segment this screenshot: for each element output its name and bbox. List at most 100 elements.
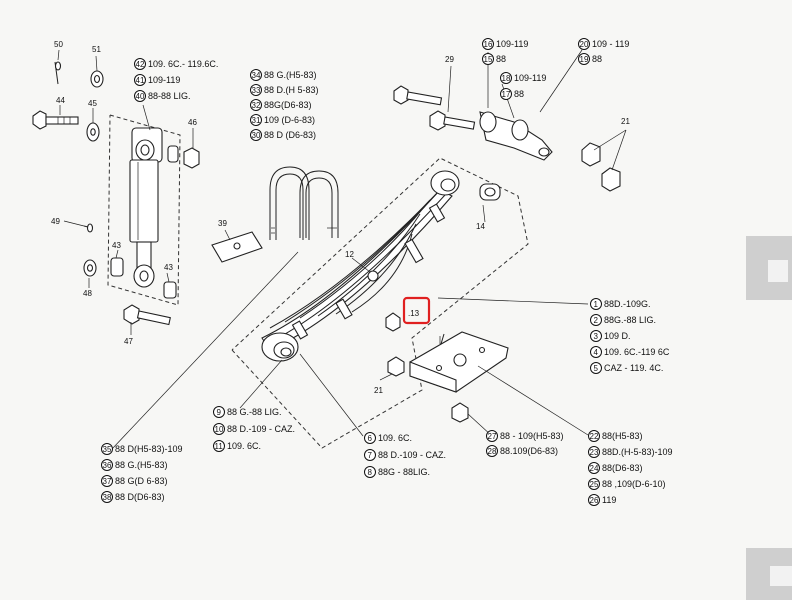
callout-21a: 21: [621, 117, 630, 126]
list-text: 88 D.-109 - CAZ.: [378, 450, 446, 460]
callout-number: 22: [590, 432, 599, 441]
list-text: 88 G.(H5-83): [115, 460, 168, 470]
list-text: 109-119: [514, 73, 546, 83]
callout-49: 49: [51, 217, 60, 226]
list-text: 88: [496, 54, 506, 64]
list-text: 119: [602, 495, 616, 505]
callout-47: 47: [124, 337, 133, 346]
list-text: 109. 6C.-119 6C: [604, 347, 670, 357]
callout-number: 1: [594, 300, 599, 309]
spring-plate-group: [409, 331, 509, 423]
shackle-group: [393, 49, 627, 192]
list-text: 88 ,109(D-6-10): [602, 479, 666, 489]
callout-46: 46: [188, 118, 197, 127]
list-text: 109 (D-6-83): [264, 115, 315, 125]
callout-number: 20: [580, 40, 589, 49]
callout-number: 18: [502, 74, 511, 83]
list-text: 109-119: [496, 39, 528, 49]
callout-number: 3: [594, 332, 599, 341]
callout-number: 4: [594, 348, 599, 357]
list-text: 88 D(H5-83)-109: [115, 444, 183, 454]
leader-lines: [111, 251, 589, 450]
callout-number: 42: [136, 60, 145, 69]
callout-number: 16: [484, 40, 493, 49]
callout-13: .13: [408, 309, 420, 318]
callout-45: 45: [88, 99, 97, 108]
list-text: 88 - 109(H5-83): [500, 431, 564, 441]
callout-number: 17: [502, 90, 511, 99]
u-bolt-group: [211, 166, 339, 263]
callout-number: 31: [252, 116, 261, 125]
callout-number: 6: [368, 434, 373, 443]
callout-44: 44: [56, 96, 65, 105]
list-text: 88.109(D6-83): [500, 446, 558, 456]
list-text: CAZ - 119. 4C.: [604, 363, 663, 373]
list-text: 88G - 88LIG.: [378, 467, 430, 477]
list-text: 88 D.(H 5-83): [264, 85, 319, 95]
callout-number: 38: [103, 493, 112, 502]
callout-number: 15: [484, 55, 493, 64]
list-text: 88(D6-83): [602, 463, 643, 473]
list-text: 88 G.(H5-83): [264, 70, 317, 80]
callout-number: 36: [103, 461, 112, 470]
shock-absorber-group: [32, 49, 200, 335]
list-text: 88 G.-88 LIG.: [227, 407, 282, 417]
callout-number: 32: [252, 101, 261, 110]
callout-50: 50: [54, 40, 63, 49]
callout-48: 48: [83, 289, 92, 298]
list-text: 88D.-109G.: [604, 299, 651, 309]
callout-number: 24: [590, 464, 599, 473]
callout-number: 23: [590, 448, 599, 457]
list-text: 88: [514, 89, 524, 99]
callout-number: 33: [252, 86, 261, 95]
callout-number: 34: [252, 71, 261, 80]
list-text: 88(H5-83): [602, 431, 643, 441]
list-text: 109-119: [148, 75, 180, 85]
callout-39: 39: [218, 219, 227, 228]
leaf-spring: [231, 157, 529, 449]
callout-29: 29: [445, 55, 454, 64]
callout-number: 37: [103, 477, 112, 486]
list-text: 88G(D6-83): [264, 100, 312, 110]
list-text: 88 G(D 6-83): [115, 476, 168, 486]
callout-number: 5: [594, 364, 599, 373]
callout-43a: 43: [112, 241, 121, 250]
list-6-8: 6 109. 6C. 7 88 D.-109 - CAZ. 8 88G - 88LIG…: [364, 432, 446, 478]
callout-number: 30: [252, 131, 261, 140]
callout-number: 8: [368, 468, 373, 477]
highlight-box-part-13: [402, 296, 431, 325]
list-text: 109. 6C.: [227, 441, 261, 451]
list-text: 88G.-88 LIG.: [604, 315, 656, 325]
callout-number: 26: [590, 496, 599, 505]
callout-number: 19: [580, 55, 589, 64]
list-text: 109 - 119: [592, 39, 629, 49]
list-text: 88 D (D6-83): [264, 130, 316, 140]
callout-51: 51: [92, 45, 101, 54]
callout-number: 27: [488, 432, 497, 441]
list-text: 88-88 LIG.: [148, 91, 191, 101]
list-text: 88D.(H-5-83)-109: [602, 447, 673, 457]
callout-number: 2: [594, 316, 599, 325]
list-text: 109 D.: [604, 331, 631, 341]
callout-number: 11: [215, 442, 224, 451]
list-text: 109. 6C.- 119.6C.: [148, 59, 218, 69]
callout-number: 7: [368, 451, 373, 460]
list-text: 88: [592, 54, 602, 64]
callout-number: 9: [217, 408, 222, 417]
callout-43b: 43: [164, 263, 173, 272]
callout-21b: 21: [374, 386, 383, 395]
list-text: 88 D.-109 - CAZ.: [227, 424, 295, 434]
callout-number: 41: [136, 76, 145, 85]
callout-numbers: 50 51 44 45 46 49 48 43 43 47 39 29 21 1…: [51, 40, 630, 395]
callout-number: 25: [590, 480, 599, 489]
list-1-5: 1 88D.-109G. 2 88G.-88 LIG. 3 109 D. 4 109. …: [590, 298, 670, 374]
list-text: 109. 6C.: [378, 433, 412, 443]
